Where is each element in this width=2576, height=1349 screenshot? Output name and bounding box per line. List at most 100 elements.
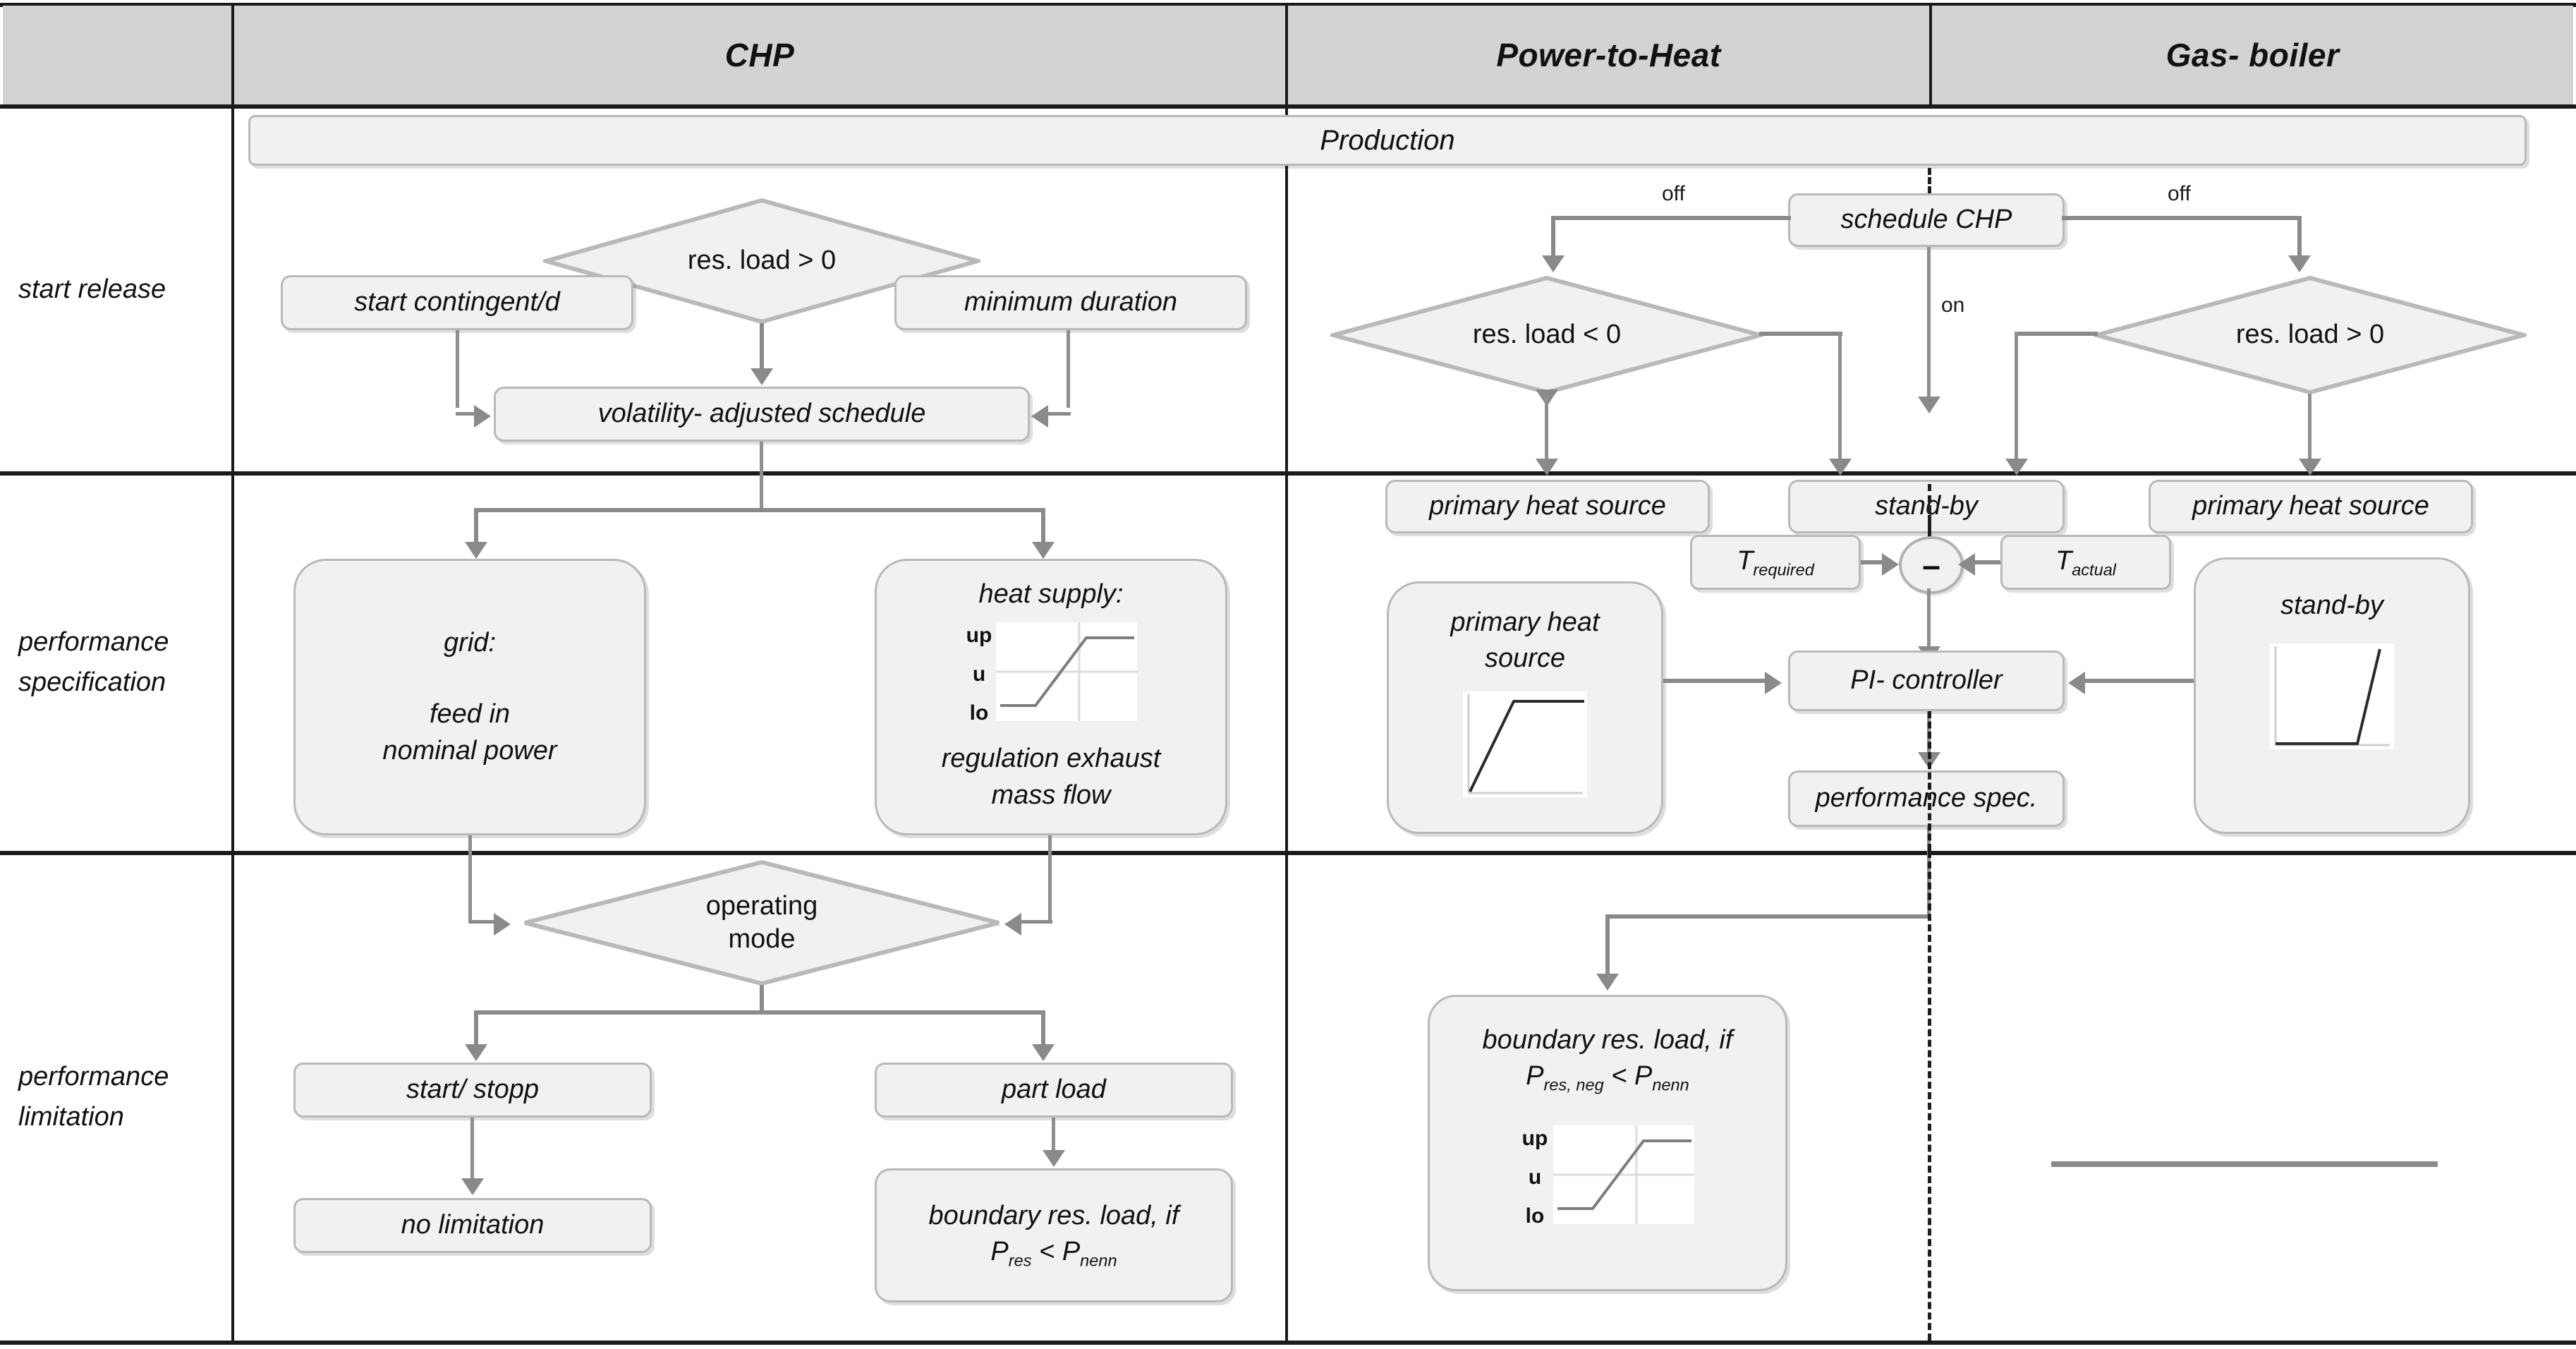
connector-schedule-right <box>2062 216 2302 220</box>
arrow-to-primary-heat-left <box>1536 459 1558 476</box>
connector-split-right-limitation <box>1041 1010 1045 1047</box>
chp-heat-supply-line2: mass flow <box>991 780 1111 810</box>
connector-schedule-left-down <box>1551 216 1555 258</box>
chp-decision-res-load[interactable]: res. load > 0 <box>543 198 980 325</box>
chp-no-limitation-node[interactable]: no limitation <box>293 1198 652 1253</box>
arrow-to-primary-heat-right <box>2299 459 2321 476</box>
pth-summation-node[interactable]: – <box>1899 536 1964 594</box>
header-bottom-border <box>0 104 2576 109</box>
chp-part-load-node[interactable]: part load <box>875 1063 1233 1118</box>
header-label-chp: CHP <box>724 37 795 73</box>
pth-primary-heat-source-right-node[interactable]: primary heat source <box>2149 480 2473 533</box>
row-label-text: performance <box>18 627 169 657</box>
connector-tactual-to-sum <box>1972 560 2000 564</box>
pth-boundary-res-load-node[interactable]: boundary res. load, if Pres, neg < Pnenn… <box>1428 995 1787 1291</box>
connector-decisionleft-right-down <box>1838 332 1842 463</box>
chp-start-stopp-label: start/ stopp <box>406 1075 539 1105</box>
header-cell-power-to-heat: Power-to-Heat <box>1288 6 1929 104</box>
chp-boundary-res-load-node[interactable]: boundary res. load, if Pres < Pnenn <box>875 1168 1233 1302</box>
row1-bottom-border <box>0 471 2576 476</box>
chp-minimum-duration-node[interactable]: minimum duration <box>894 275 1247 330</box>
connector-minduration-down <box>1067 330 1070 408</box>
pth-performance-spec-node[interactable]: performance spec. <box>1788 770 2065 827</box>
connector-split-right-spec <box>1041 508 1045 545</box>
connector-perfspec-left-down <box>1605 914 1610 976</box>
table-bottom-border <box>0 1341 2576 1345</box>
connector-perfspec-left <box>1605 914 1931 919</box>
pth-boundary-line1: boundary res. load, if <box>1482 1025 1733 1055</box>
chp-saturation-chart: up u lo <box>965 622 1138 727</box>
connector-decisionleft-stub <box>1545 395 1548 461</box>
chp-volatility-schedule-label: volatility- adjusted schedule <box>597 399 926 429</box>
row-label-text: performance <box>18 1062 169 1091</box>
arrow-decisionright-to-standby <box>2005 459 2028 476</box>
arrow-minduration-to-volatility <box>1031 405 1048 428</box>
row-label-performance-specification: performance specification <box>0 474 231 851</box>
pth-primary-heat-source-spec-node[interactable]: primary heat source <box>1387 581 1663 834</box>
pth-stand-by-node[interactable]: stand-by <box>1788 480 2065 533</box>
connector-split-bar-spec <box>474 508 1045 512</box>
row-label-text: limitation <box>18 1102 124 1132</box>
connector-contingent-down <box>456 330 459 408</box>
chp-minimum-duration-label: minimum duration <box>964 287 1177 317</box>
connector-heatsupply-to-mode <box>1021 920 1052 924</box>
pth-t-required-node[interactable]: Trequired <box>1690 535 1861 590</box>
dashed-divider-limitation-row <box>1928 851 1931 1341</box>
row-label-text: start release <box>18 274 166 304</box>
production-banner-label: Production <box>1320 125 1455 156</box>
pth-schedule-chp-node[interactable]: schedule CHP <box>1788 193 2065 247</box>
connector-standby-to-pi <box>2085 679 2195 683</box>
arrow-heatsupply-to-operating-mode <box>1004 913 1021 936</box>
edge-label-on: on <box>1941 294 1965 317</box>
connector-decisionright-left <box>2015 332 2098 336</box>
pth-primary-heat-source-left-node[interactable]: primary heat source <box>1385 480 1710 533</box>
chp-operating-mode-decision[interactable]: operating mode <box>522 859 1002 986</box>
chp-grid-node[interactable]: grid: feed in nominal power <box>293 559 646 835</box>
pth-stand-by-spec-label: stand-by <box>2280 591 2383 620</box>
arrow-trequired-to-sum <box>1882 553 1899 576</box>
pth-performance-spec-label: performance spec. <box>1815 783 2038 813</box>
connector-startstopp-down <box>470 1118 474 1182</box>
pth-decision-res-load-neg[interactable]: res. load < 0 <box>1330 275 1763 395</box>
pth-decision-res-load-pos[interactable]: res. load > 0 <box>2094 275 2527 395</box>
arrow-decision-to-volatility <box>751 368 773 385</box>
row2-bottom-border <box>0 851 2576 855</box>
chp-start-stopp-node[interactable]: start/ stopp <box>293 1063 652 1118</box>
arrow-partload-to-boundary <box>1043 1150 1065 1167</box>
chp-no-limitation-label: no limitation <box>401 1210 545 1240</box>
pth-ramp-chart <box>1463 691 1587 797</box>
chp-part-load-label: part load <box>1002 1075 1106 1105</box>
arrow-tactual-to-sum <box>1958 553 1975 576</box>
chp-heat-supply-title: heat supply: <box>978 579 1124 609</box>
arrow-standby-to-pi <box>2068 672 2085 694</box>
chp-volatility-schedule-node[interactable]: volatility- adjusted schedule <box>494 387 1030 442</box>
pth-decision-right-label: res. load > 0 <box>2235 320 2385 350</box>
connector-minduration-left <box>1048 412 1071 416</box>
connector-grid-down <box>468 835 472 920</box>
arrow-to-pth-boundary <box>1596 974 1619 991</box>
pth-t-required-label: Trequired <box>1737 545 1814 579</box>
chp-start-contingent-node[interactable]: start contingent/d <box>281 275 633 330</box>
chart-label-u: u <box>972 663 986 686</box>
chp-heat-supply-line1: regulation exhaust <box>941 744 1161 774</box>
connector-split-bar-limitation <box>474 1010 1045 1015</box>
row-label-text: specification <box>18 667 166 697</box>
connector-schedule-center-down <box>1927 247 1931 401</box>
column-divider-chp-pth <box>1285 3 1288 1343</box>
connector-decisionright-down <box>2308 394 2311 461</box>
arrow-to-heatsupply-node <box>1032 542 1055 559</box>
pth-stand-by-spec-node[interactable]: stand-by <box>2194 557 2470 834</box>
pth-t-actual-node[interactable]: Tactual <box>2000 535 2171 590</box>
arrow-startstopp-to-nolimitation <box>461 1178 484 1195</box>
pth-summation-operator: – <box>1922 547 1940 583</box>
arrow-primary-to-pi <box>1765 672 1782 694</box>
header-label-gas-boiler: Gas- boiler <box>2165 37 2340 73</box>
chp-boundary-formula: Pres < Pnenn <box>990 1237 1117 1271</box>
arrow-to-decision-right <box>2288 255 2311 272</box>
pth-pi-controller-node[interactable]: PI- controller <box>1788 651 2065 711</box>
chp-heat-supply-node[interactable]: heat supply: up u lo regulation exhaust … <box>875 559 1227 835</box>
table-top-border <box>0 3 2576 7</box>
column-divider-pth-gas <box>1929 3 1932 109</box>
arrow-to-start-stopp <box>465 1044 487 1061</box>
chp-start-contingent-label: start contingent/d <box>354 287 560 317</box>
